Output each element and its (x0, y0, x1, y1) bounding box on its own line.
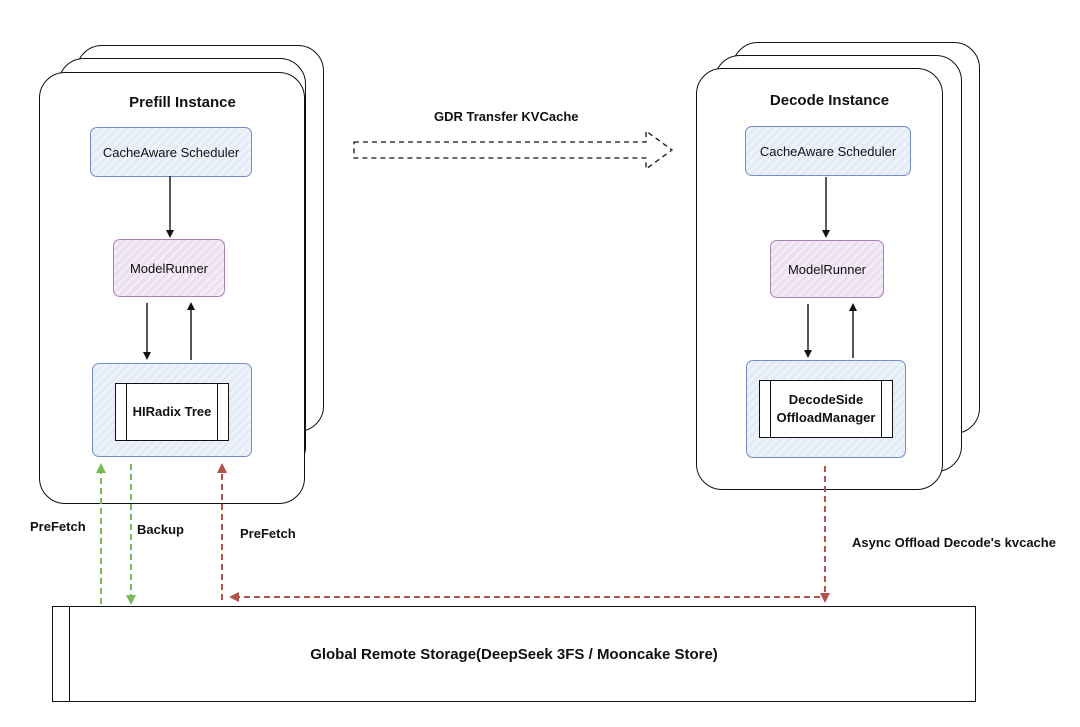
prefill-instance-title: Prefill Instance (129, 94, 236, 111)
prefetch-green-label: PreFetch (30, 519, 86, 534)
offload-manager-line1: DecodeSide (788, 392, 864, 407)
decode-offload-container: DecodeSide OffloadManager (746, 360, 906, 458)
storage-cap (59, 607, 70, 701)
offload-manager-line2: OffloadManager (776, 410, 876, 425)
prefill-hiradix-container: HIRadix Tree (92, 363, 252, 457)
offload-manager-right-bar (881, 381, 892, 437)
backup-label: Backup (137, 522, 184, 537)
hiradix-tree-box: HIRadix Tree (115, 383, 229, 441)
gdr-transfer-label: GDR Transfer KVCache (434, 109, 579, 124)
prefetch-red-label: PreFetch (240, 526, 296, 541)
storage-label: Global Remote Storage(DeepSeek 3FS / Moo… (310, 645, 718, 663)
hiradix-tree-left-bar (116, 384, 127, 440)
prefill-scheduler-box: CacheAware Scheduler (90, 127, 252, 177)
global-remote-storage: Global Remote Storage(DeepSeek 3FS / Moo… (52, 606, 976, 702)
offload-manager-left-bar (760, 381, 771, 437)
offload-manager-label: DecodeSide OffloadManager (777, 391, 876, 427)
async-offload-label: Async Offload Decode's kvcache (852, 535, 1056, 550)
hiradix-tree-right-bar (217, 384, 228, 440)
gdr-transfer-arrow (353, 129, 674, 171)
hiradix-tree-label: HIRadix Tree (132, 404, 212, 419)
prefill-modelrunner-box: ModelRunner (113, 239, 225, 297)
offload-manager-box: DecodeSide OffloadManager (759, 380, 893, 438)
decode-scheduler-box: CacheAware Scheduler (745, 126, 911, 176)
decode-instance-title: Decode Instance (769, 92, 890, 109)
decode-modelrunner-box: ModelRunner (770, 240, 884, 298)
